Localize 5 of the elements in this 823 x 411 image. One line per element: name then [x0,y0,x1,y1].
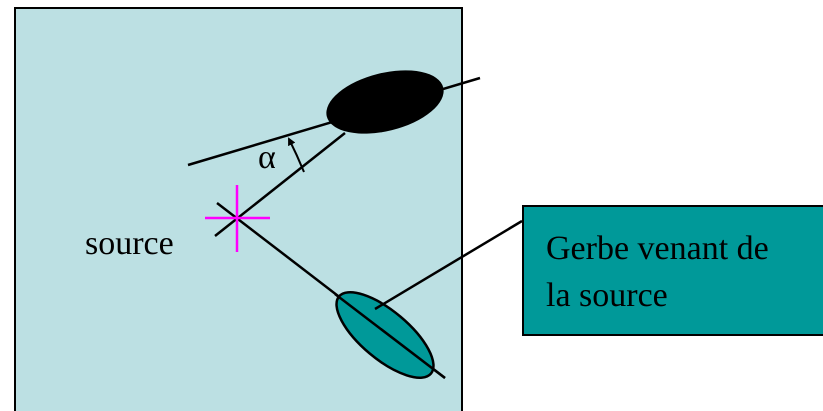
angle-label: α [258,138,276,178]
leader-line [374,220,523,310]
shower-ellipse [335,291,435,379]
source-label: source [85,224,174,264]
callout-box: Gerbe venant de la source [522,205,823,336]
